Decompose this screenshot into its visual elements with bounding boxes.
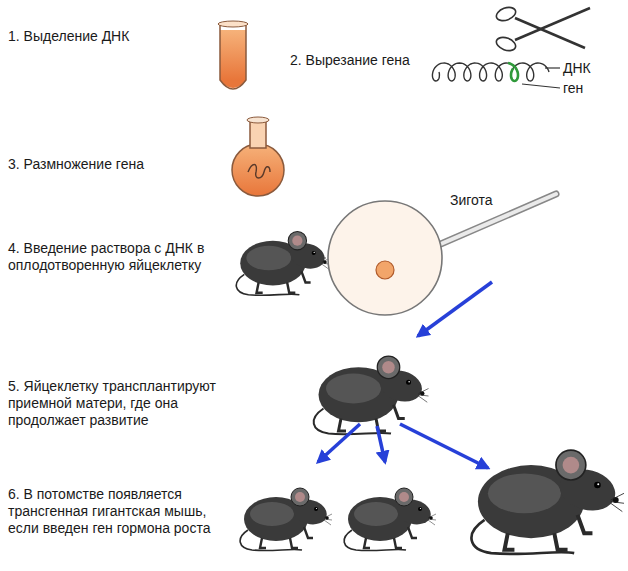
gene-segment [508,63,518,81]
step-label: 4. Введение раствора с ДНК в оплодотворе… [8,240,226,274]
pronucleus [376,261,394,279]
mouse [314,356,429,434]
step-label: 1. Выделение ДНК [8,28,208,45]
part-label: ДНК [563,60,623,77]
flask [232,117,284,196]
part-label: ген [563,80,623,97]
mouse [236,232,330,296]
leader-line [545,67,560,68]
dna-strand [432,63,549,81]
leader-line [522,84,560,88]
step-label: 5. Яйцеклетку трансплантируют приемной м… [8,378,248,429]
zygote-cell: Зигота [327,190,507,320]
cell-membrane [328,201,442,315]
mouse [344,488,436,551]
scissors [495,5,590,53]
mouse [471,450,624,554]
dna-coil [432,63,549,81]
step-label: 6. В потомстве появляется трансгенная ги… [8,486,230,537]
test-tube [218,21,248,89]
node-heading: Зигота [450,192,493,209]
step-label: 3. Размножение гена [8,156,228,173]
cell-outline [327,190,507,320]
step-label: 2. Вырезание гена [290,52,440,69]
mouse [240,488,332,551]
